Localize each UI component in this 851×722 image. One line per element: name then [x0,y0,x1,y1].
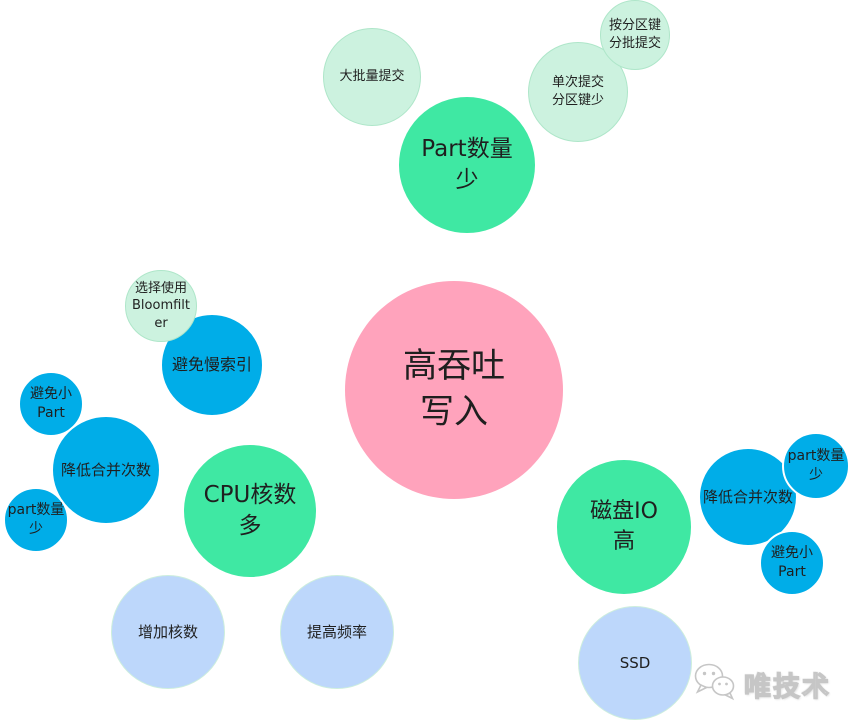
node-label: 降低合并次数 [60,460,151,479]
node-label: 避免小 Part [30,386,72,421]
node-part-count-few-left: part数量 少 [3,487,69,553]
node-label: 磁盘IO 高 [590,499,658,554]
node-cpu-cores-many: CPU核数 多 [182,443,318,579]
node-increase-cores: 增加核数 [111,575,225,689]
node-part-count-few-right: part数量 少 [782,432,850,500]
diagram-center-label: 高吞吐 写入 [403,346,505,432]
brand-watermark: 唯技术 [692,658,844,710]
node-increase-frequency: 提高频率 [280,575,394,689]
node-label: 增加核数 [137,622,198,641]
node-disk-io-high: 磁盘IO 高 [555,458,693,596]
node-batch-by-partition-key: 按分区键 分批提交 [600,0,670,70]
node-ssd: SSD [578,606,692,720]
node-part-count-few: Part数量 少 [397,95,537,235]
node-reduce-merge-left: 降低合并次数 [51,415,161,525]
node-avoid-slow-index: 避免慢索引 [160,313,264,417]
node-label: CPU核数 多 [203,481,297,539]
brand-name: 唯技术 [743,671,831,703]
node-label: part数量 少 [7,502,65,537]
node-bulk-commit: 大批量提交 [323,28,421,126]
node-label: 单次提交 分区键少 [551,75,604,108]
node-label: 避免小 Part [771,545,813,580]
node-label: Part数量 少 [421,135,513,193]
node-label: SSD [619,653,651,672]
node-avoid-small-part-right: 避免小 Part [759,530,825,596]
node-label: part数量 少 [787,448,845,483]
node-reduce-merge-right: 降低合并次数 [698,447,798,547]
node-label: 选择使用 Bloomfilter [132,280,190,331]
node-high-throughput-write: 高吞吐 写入 [345,281,563,499]
node-label: 提高频率 [306,622,367,641]
wechat-logo-icon [692,660,738,708]
node-label: 按分区键 分批提交 [608,18,661,51]
node-use-bloomfilter: 选择使用 Bloomfilter [125,270,197,342]
node-label: 避免慢索引 [171,355,252,375]
node-label: 大批量提交 [339,69,405,85]
node-label: 降低合并次数 [702,487,793,506]
